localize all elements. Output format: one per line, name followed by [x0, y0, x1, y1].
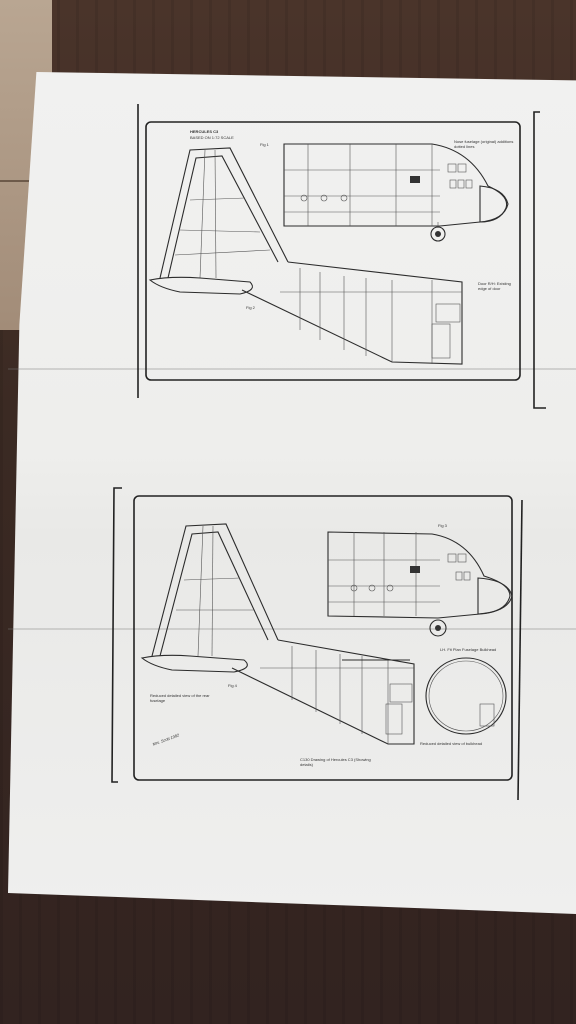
- note-tail: Reduced detailed view of the rear fusela…: [150, 693, 210, 703]
- nose-wheel-bottom: [429, 619, 447, 637]
- note-bulkhead: LH. Fit Plan Fuselage Bulkhead: [440, 647, 497, 652]
- crop-mark-right-bottom: [517, 499, 523, 801]
- note-side: Door R/H: Existing edge of door: [478, 281, 511, 291]
- fold-line-lower: [8, 628, 576, 630]
- bulkhead-diagram: [425, 657, 507, 735]
- note-bottom: C130 Drawing of Hercules C3 (Showing det…: [300, 757, 371, 767]
- note-ramp: Reduced detailed view of bulkhead: [420, 741, 483, 746]
- fold-line-upper: [8, 368, 576, 370]
- fig1-label: Fig 1: [260, 142, 269, 147]
- plan-title: HERCULES C3: [190, 129, 219, 134]
- tail-fin-top: [148, 147, 289, 295]
- bottom-panel: [111, 487, 523, 801]
- plan-sheet: [8, 72, 576, 914]
- rear-fuselage-top: [241, 261, 463, 365]
- crop-mark-left-bottom: [111, 487, 122, 783]
- crop-mark-right: [533, 111, 546, 409]
- forward-fuselage-top: [283, 143, 509, 242]
- forward-fuselage-bottom: [327, 531, 513, 637]
- fig4-label: Fig 4: [228, 683, 237, 688]
- top-panel: [137, 104, 546, 409]
- fig2-label: Fig 2: [246, 305, 255, 310]
- note-nose: Nose fuselage (original) additions dotte…: [454, 139, 514, 149]
- plan-scale: BASED ON 1:72 SCALE: [190, 135, 234, 140]
- fig3-label: Fig 3: [438, 523, 447, 528]
- bottom-frame: [133, 495, 513, 781]
- rear-fuselage-bottom: [231, 639, 415, 745]
- tail-fin-bottom: [140, 523, 279, 673]
- top-frame: [145, 121, 521, 381]
